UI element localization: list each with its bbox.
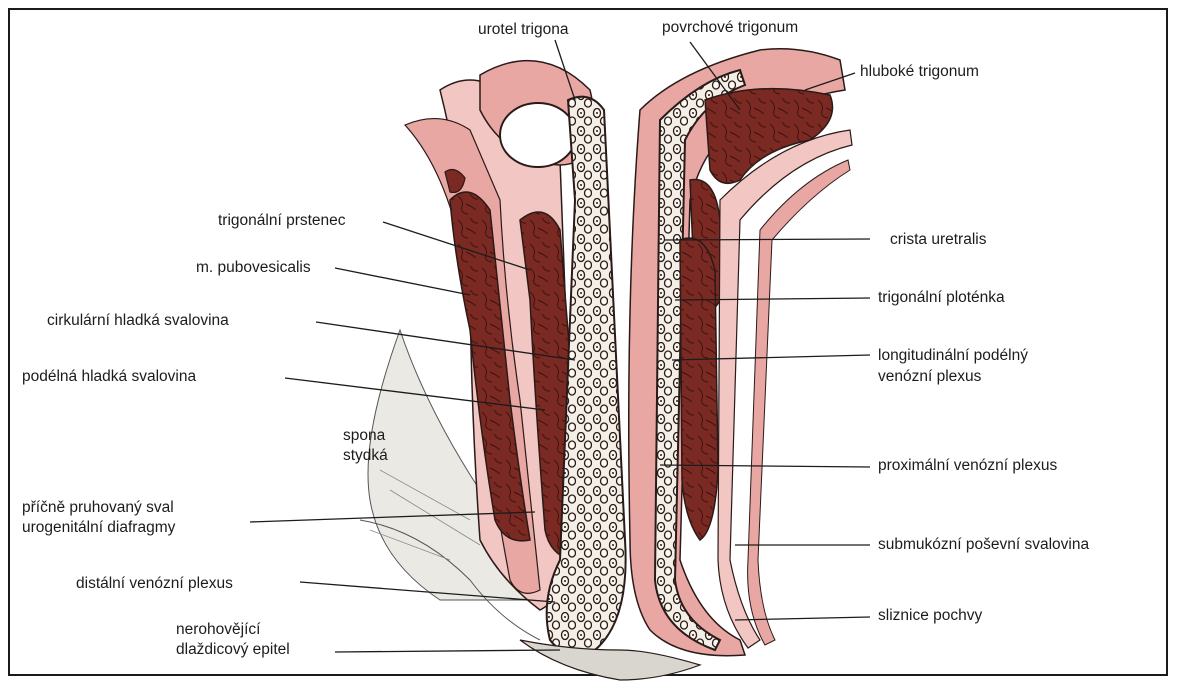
label-m-pubovesicalis: m. pubovesicalis bbox=[196, 258, 311, 277]
label-longitudinalni-line1: longitudinální podélný bbox=[878, 346, 1028, 365]
label-sliznice-pochvy: sliznice pochvy bbox=[878, 606, 982, 625]
label-crista-uretralis: crista uretralis bbox=[890, 230, 986, 249]
label-nerohovejici-line2: dlaždicový epitel bbox=[176, 640, 290, 659]
label-submukozni-posevni-svalovina: submukózní poševní svalovina bbox=[878, 535, 1089, 554]
label-podelna-hladka-svalovina: podélná hladká svalovina bbox=[22, 367, 196, 386]
label-proximalni-venozni-plexus: proximální venózní plexus bbox=[878, 456, 1057, 475]
label-povrchove-trigonum: povrchové trigonum bbox=[662, 18, 798, 37]
label-spona-line1: spona bbox=[343, 426, 385, 445]
label-hluboke-trigonum: hluboké trigonum bbox=[860, 62, 979, 81]
label-pricne-line2: urogenitální diafragmy bbox=[22, 518, 175, 537]
right-muscle-layers bbox=[629, 49, 852, 656]
label-trigonalni-plotenka: trigonální ploténka bbox=[878, 288, 1005, 307]
label-urotel-trigona: urotel trigona bbox=[478, 20, 568, 39]
label-cirkularni-hladka-svalovina: cirkulární hladká svalovina bbox=[47, 311, 229, 330]
label-nerohovejici-line1: nerohovějící bbox=[176, 620, 260, 639]
label-spona-line2: stydká bbox=[343, 446, 388, 465]
label-distalni-venozni-plexus: distální venózní plexus bbox=[76, 574, 233, 593]
label-trigonalni-prstenec: trigonální prstenec bbox=[218, 211, 346, 230]
label-longitudinalni-line2: venózní plexus bbox=[878, 367, 981, 386]
label-pricne-line1: příčně pruhovaný sval bbox=[22, 498, 174, 517]
